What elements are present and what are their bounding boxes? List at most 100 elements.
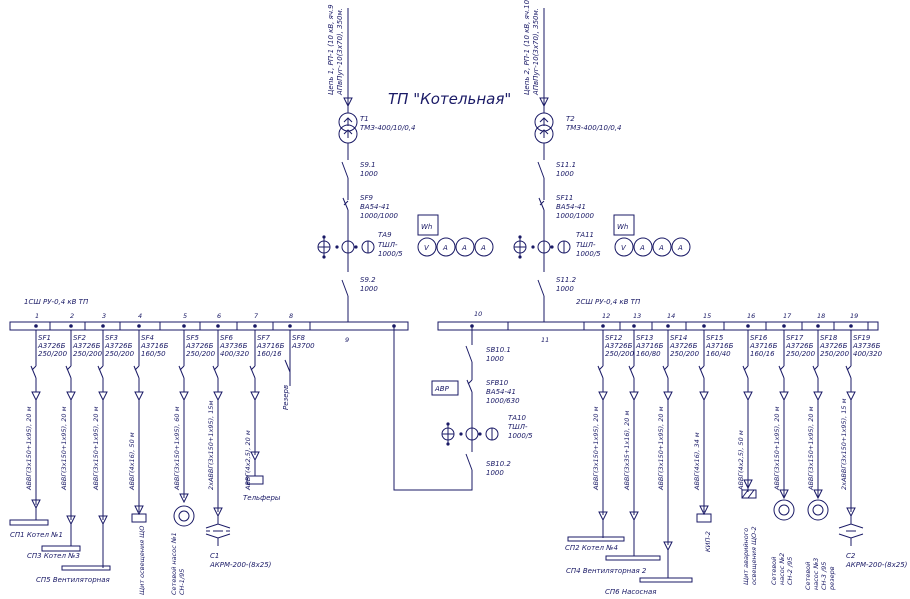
bus-tap xyxy=(746,324,750,328)
input2-breaker-rating: 1000/1000 xyxy=(556,212,595,220)
feeder-cable-label: АВВГ(4х2,5), 20 м xyxy=(244,430,252,491)
input2-breaker-type: ВА54-41 xyxy=(556,203,586,211)
input2-breaker: SF11 xyxy=(556,194,573,202)
breaker-contact xyxy=(662,365,669,392)
breaker-contact xyxy=(133,365,140,392)
load-pump3-c: СН-3 /95 xyxy=(820,562,828,590)
feeder-breaker-rating: 160/40 xyxy=(706,350,731,358)
load-pump3-b: насос №3 xyxy=(812,558,820,590)
feeder-breaker-type: А3716Б xyxy=(140,342,169,350)
load-sp6: СП6 Насосная xyxy=(605,588,656,596)
bus-tap xyxy=(288,324,292,328)
feeder-cable-label: АВВГ(3х150+1х95), 20 м xyxy=(25,406,33,491)
input-2: Цепь 2, РП-1 (10 кВ, яч.10 АПвПуг-10(3х7… xyxy=(513,0,691,344)
input1-cable-label: АПвПуг-10(3х70), 350м. xyxy=(336,8,344,96)
feeder-breaker-rating: 160/16 xyxy=(257,350,282,358)
cable-start-arrow xyxy=(213,391,223,402)
feeder-breaker-name: SF15 xyxy=(706,334,724,342)
page-title: ТП "Котельная" xyxy=(388,90,511,108)
input1-switch-top: S9.1 xyxy=(360,161,376,169)
load-scho2-b: освещения ЩО-2 xyxy=(750,526,758,585)
feeder-cable-label: 2хАВВГ(3х150+1х95), 15 м xyxy=(840,398,848,490)
feeder-breaker-rating: 160/16 xyxy=(750,350,775,358)
load-c2-type: АКРМ-200-(8х25) xyxy=(845,561,908,569)
feeder-breaker-rating: 250/200 xyxy=(186,350,216,358)
load-pump2-c: СН-2 /95 xyxy=(786,557,794,585)
busbar-2: 2СШ РУ-0,4 кВ ТП xyxy=(437,298,879,331)
feeder-cable-label: АВВГ(3х150+1х95), 20 м xyxy=(60,406,68,491)
cable-start-arrow xyxy=(779,391,789,402)
bus-tap xyxy=(101,324,105,328)
feeder-breaker-name: SF13 xyxy=(636,334,653,342)
feeder-cable-label: АВВГ(3х150+1х95), 20 м xyxy=(807,406,815,491)
input2-ct: ТА11 xyxy=(576,231,594,239)
input1-ammeter-2: A xyxy=(461,244,467,252)
sectional-switch-top-rating: 1000 xyxy=(486,355,504,363)
feeder-breaker-name: SF19 xyxy=(853,334,871,342)
input2-transformer-type: ТМЗ-400/10/0,4 xyxy=(566,124,621,132)
feeder-cable-label: АВВГ(3х150+1х95), 20 м xyxy=(592,406,600,491)
sectional-switch-top: SB10.1 xyxy=(486,346,511,354)
load-pump1: Сетевой насос №1 xyxy=(170,532,178,595)
sectional-ct-rating: 1000/5 xyxy=(508,432,533,440)
feeder-cell-number: 18 xyxy=(817,312,825,320)
feeder-breaker-type: А3736Б xyxy=(852,342,881,350)
cable-start-arrow xyxy=(598,391,608,402)
sectional-breaker: 10 SB10.1 1000 АВР SFB10 ВА54-41 1000/63… xyxy=(392,310,533,491)
feeder-cell-number: 17 xyxy=(783,312,792,320)
cable-start-arrow xyxy=(98,391,108,402)
feeder-cable-label: АВВГ(3х150+1х95), 20 м xyxy=(657,406,665,491)
feeder-cell-number: 4 xyxy=(138,312,142,320)
bus-tap xyxy=(632,324,636,328)
input-1: Цепь 1, РП-1 (10 кВ, яч.9 АПвПуг-10(3х70… xyxy=(317,4,494,344)
feeder-breaker-rating: 250/200 xyxy=(786,350,816,358)
feeder-cell-number: 19 xyxy=(850,312,858,320)
feeder-cell-number: 5 xyxy=(183,312,187,320)
load-sp5: СП5 Вентиляторная xyxy=(36,576,110,584)
breaker-contact xyxy=(30,365,37,392)
cable-start-arrow xyxy=(699,391,709,402)
load-pump2-b: насос №2 xyxy=(778,553,786,585)
input2-cell: 11 xyxy=(541,336,549,344)
busbar-1: 1СШ РУ-0,4 кВ ТП xyxy=(9,298,409,331)
feeder-breaker-type: А3726Б xyxy=(37,342,66,350)
feeder-breaker-type: А3726Б xyxy=(785,342,814,350)
avr-label: АВР xyxy=(434,385,450,393)
load-pump1-type: СН-1/95 xyxy=(178,569,186,595)
feeder-breaker-name: SF12 xyxy=(605,334,623,342)
input2-ct-type: ТШЛ- xyxy=(576,241,596,249)
bus-tap xyxy=(702,324,706,328)
sectional-ct: ТА10 xyxy=(508,414,527,422)
bus-tap xyxy=(182,324,186,328)
input2-cable-label: АПвПуг-10(3х70), 350м. xyxy=(532,8,540,96)
input1-voltmeter: V xyxy=(424,244,430,252)
input1-switch-bot: S9.2 xyxy=(360,276,376,284)
feeder-cell-number: 12 xyxy=(602,312,610,320)
breaker-contact xyxy=(628,365,635,392)
feeder-breaker-name: SF8 xyxy=(292,334,305,342)
load-telfer: Тельферы xyxy=(243,494,281,502)
feeder-breaker-type: А3726Б xyxy=(669,342,698,350)
input1-cell: 9 xyxy=(345,336,349,344)
sectional-breaker-name: SFB10 xyxy=(486,379,509,387)
feeder-breaker-rating: 250/200 xyxy=(38,350,68,358)
feeder-cell-number: 6 xyxy=(217,312,221,320)
cable-start-arrow xyxy=(179,391,189,402)
load-c1-type: АКРМ-200-(8х25) xyxy=(209,561,272,569)
bus-tap xyxy=(849,324,853,328)
sectional-switch-bot: SB10.2 xyxy=(486,460,511,468)
feeder-cell-number: 1 xyxy=(35,312,39,320)
feeder-breaker-name: SF5 xyxy=(186,334,199,342)
cable-start-arrow xyxy=(250,391,260,402)
